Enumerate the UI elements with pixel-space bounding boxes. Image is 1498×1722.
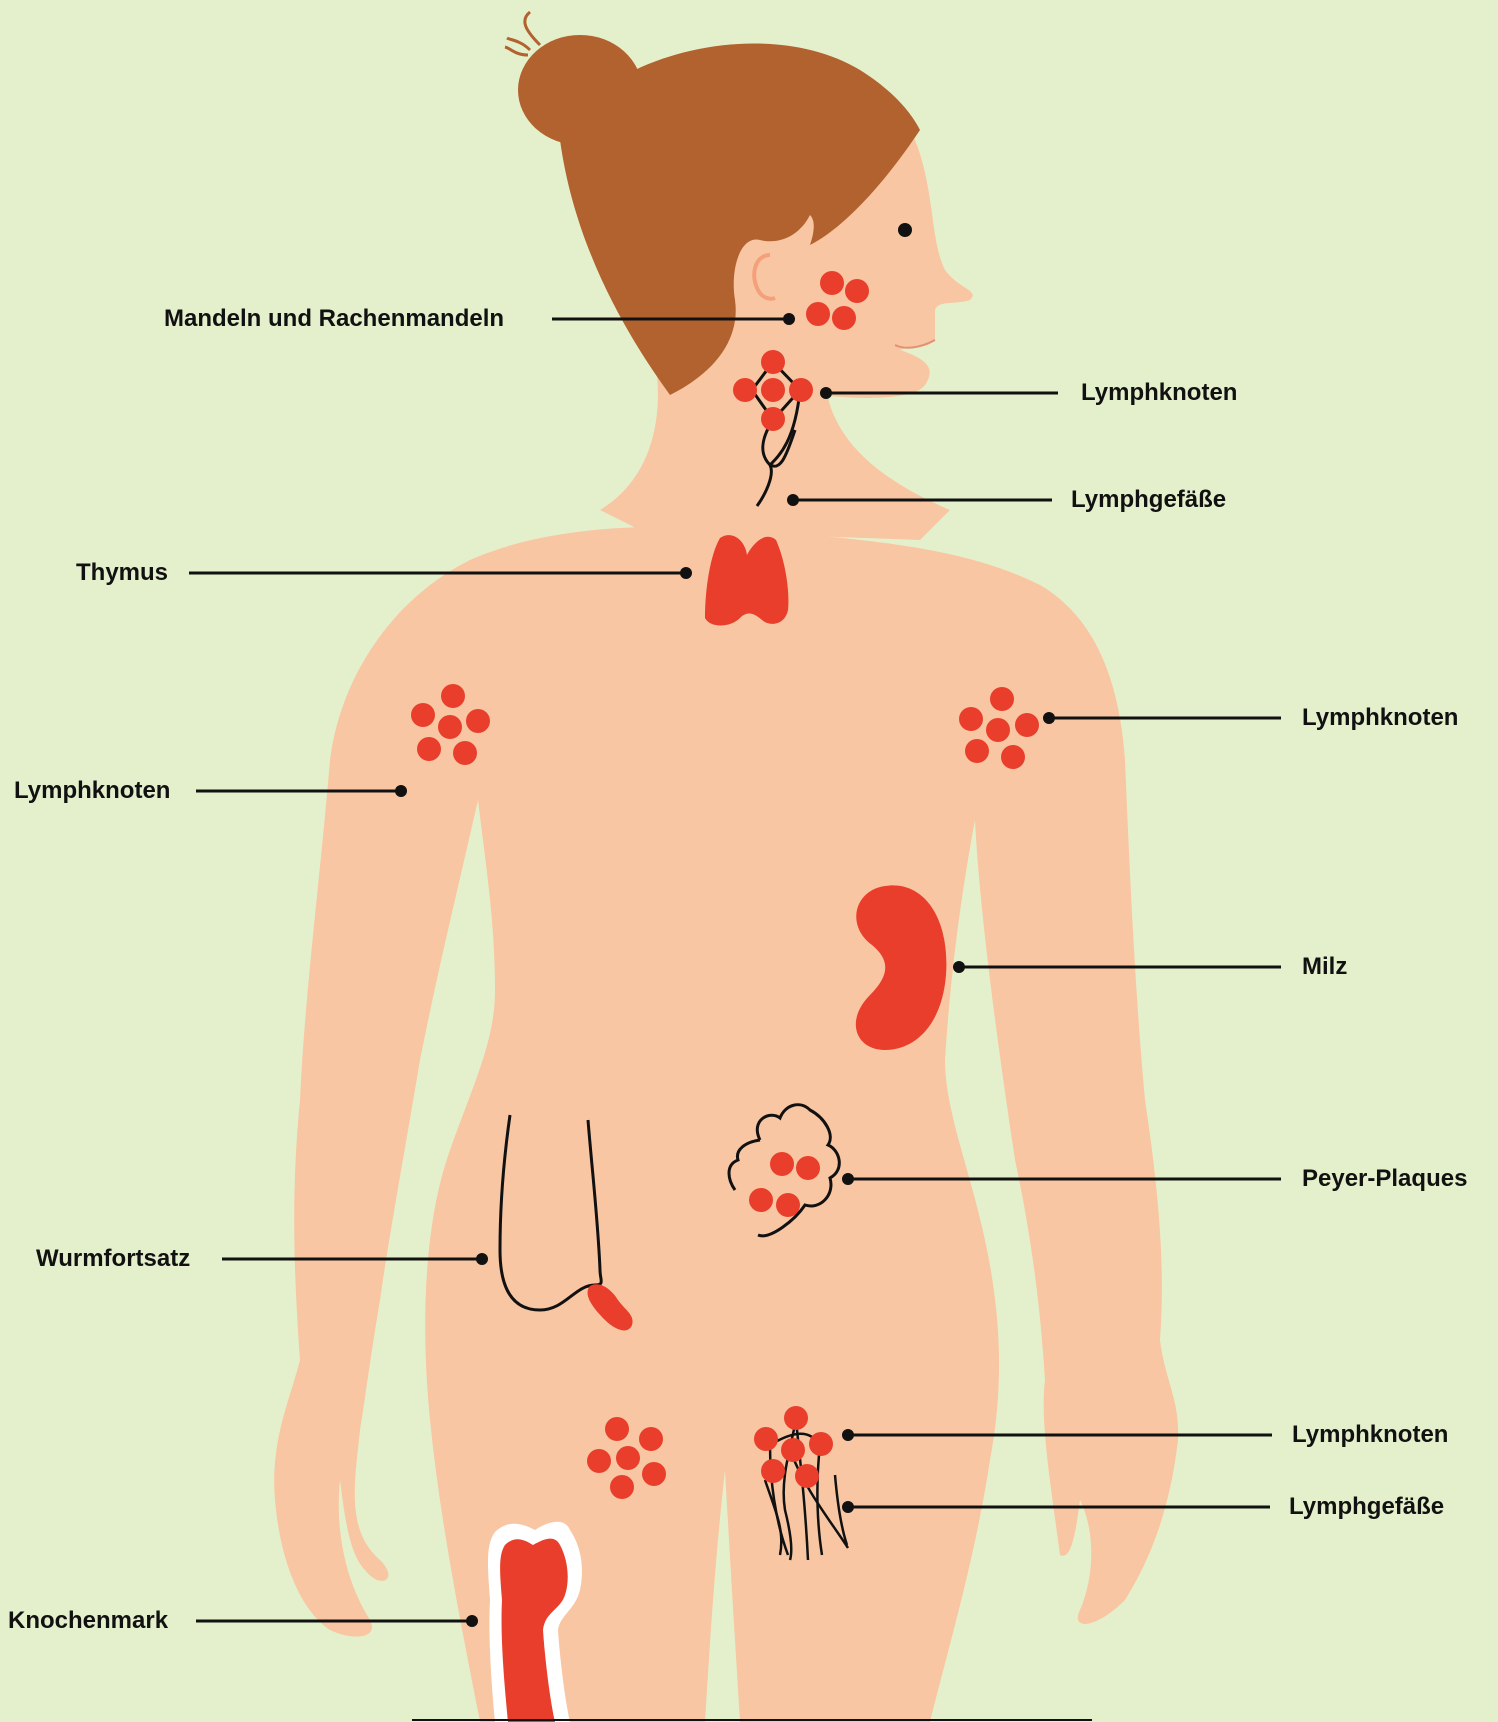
label-lymph-vessels-groin: Lymphgefäße: [1289, 1493, 1444, 1521]
eye: [898, 223, 912, 237]
label-lymph-nodes-right-armpit: Lymphknoten: [14, 777, 170, 805]
label-peyer-patches: Peyer-Plaques: [1302, 1165, 1467, 1193]
label-appendix: Wurmfortsatz: [36, 1245, 190, 1273]
label-lymph-vessels-neck: Lymphgefäße: [1071, 486, 1226, 514]
label-spleen: Milz: [1302, 953, 1347, 981]
label-lymph-nodes-neck: Lymphknoten: [1081, 379, 1237, 407]
label-lymph-nodes-left-armpit: Lymphknoten: [1302, 704, 1458, 732]
label-lymph-nodes-groin: Lymphknoten: [1292, 1421, 1448, 1449]
label-thymus: Thymus: [76, 559, 168, 587]
label-bone-marrow: Knochenmark: [8, 1607, 168, 1635]
label-tonsils: Mandeln und Rachenmandeln: [164, 305, 504, 333]
